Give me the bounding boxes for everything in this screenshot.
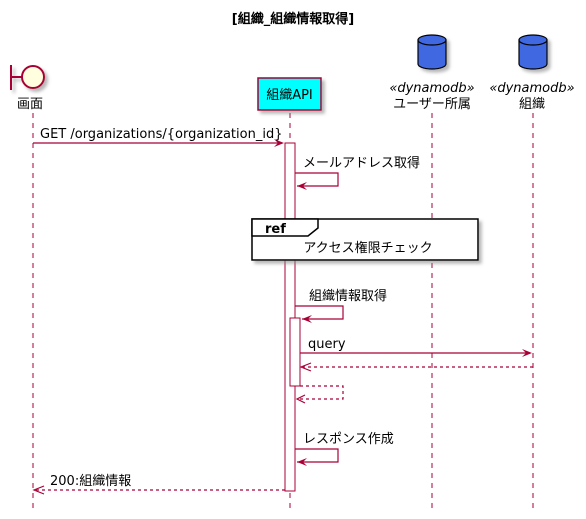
message-arrow	[295, 448, 339, 463]
ref-tag: ref	[265, 222, 286, 237]
participant-api-label: 組織API	[266, 88, 313, 103]
arrowhead	[32, 485, 45, 495]
participant-api-box	[257, 77, 322, 111]
activation-bar-api	[284, 142, 296, 492]
database-icon	[518, 34, 548, 70]
message-label: 組織情報取得	[309, 288, 387, 304]
arrowhead	[295, 394, 306, 404]
message-label: レスポンス作成	[303, 432, 394, 447]
message-arrow	[295, 172, 339, 187]
arrowhead	[297, 182, 307, 190]
arrowhead	[297, 458, 307, 466]
participant-userdb-label: ユーザー所属	[393, 97, 471, 112]
diagram-title: [組織_組織情報取得]	[232, 11, 354, 27]
arrowhead	[274, 139, 284, 147]
message-label: query	[308, 337, 346, 352]
ref-frame: ref アクセス権限チェック	[251, 218, 479, 261]
participant-orgdb-label: 組織	[519, 97, 545, 112]
arrowhead	[302, 315, 312, 323]
message-label: 200:組織情報	[50, 474, 131, 489]
message-label: GET /organizations/{organization_id}	[40, 127, 282, 142]
participant-screen-label: 画面	[17, 97, 43, 112]
arrowhead	[522, 349, 532, 357]
message-label: メールアドレス取得	[303, 155, 420, 171]
message-arrow	[295, 305, 344, 320]
message-arrow	[297, 385, 344, 400]
boundary-icon	[10, 65, 45, 90]
ref-label: アクセス権限チェック	[303, 240, 432, 256]
database-icon	[417, 34, 447, 70]
activation-bar-api-nested	[289, 317, 301, 387]
participant-orgdb-stereotype: «dynamodb»	[489, 81, 574, 96]
arrowhead	[299, 362, 312, 372]
participant-userdb-stereotype: «dynamodb»	[389, 81, 474, 96]
